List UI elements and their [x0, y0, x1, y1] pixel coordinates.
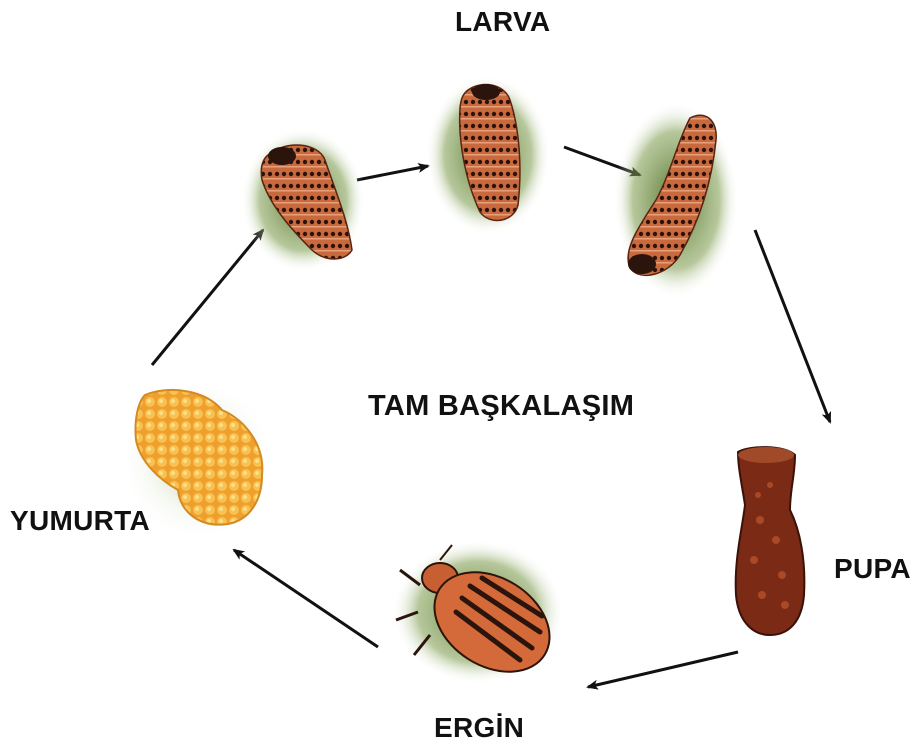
- stage-label-pupa: PUPA: [834, 553, 911, 585]
- arrow-larva3-to-pupa: [755, 230, 830, 422]
- stage-label-adult: ERGİN: [434, 712, 524, 744]
- arrow-pupa-to-adult: [588, 652, 738, 687]
- pupa-image: [736, 447, 805, 635]
- stage-label-larva: LARVA: [455, 6, 550, 38]
- larva-image-2: [426, 75, 550, 235]
- larva-image-1: [241, 128, 365, 272]
- arrow-adult-to-egg: [234, 550, 378, 647]
- adult-beetle-image: [392, 540, 568, 692]
- arrow-egg-to-larva1: [152, 230, 263, 365]
- stage-label-egg: YUMURTA: [10, 505, 150, 537]
- arrow-larva1-to-larva2: [357, 166, 428, 180]
- larva-image-3: [614, 102, 738, 298]
- diagram-title: TAM BAŞKALAŞIM: [368, 390, 634, 423]
